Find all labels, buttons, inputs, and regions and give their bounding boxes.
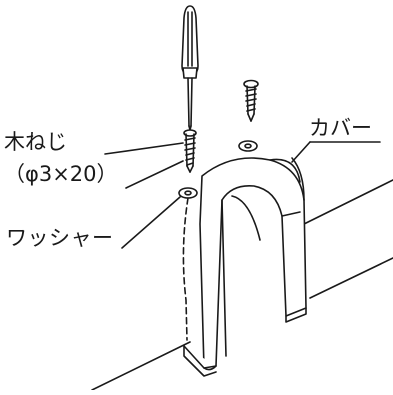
wood-screw-label: 木ねじ — [4, 130, 67, 154]
washer-icon — [238, 140, 258, 152]
leader-line-cover — [291, 141, 311, 163]
wall-edge-upper — [299, 179, 393, 227]
leader-line-size — [125, 160, 184, 189]
wood-screw-icon — [243, 79, 259, 122]
cover-label: カバー — [309, 116, 372, 140]
cover-icon — [183, 157, 307, 377]
screw-axis-dashed — [182, 197, 189, 341]
wall-edge-lower-right — [309, 257, 393, 299]
screwdriver-icon — [181, 5, 199, 131]
screw-size-label: （φ3×20） — [4, 162, 118, 186]
leader-line-washer — [121, 196, 181, 249]
leader-line-screw — [104, 142, 184, 155]
wall-surface — [91, 179, 393, 391]
washer-label: ワッシャー — [6, 226, 114, 250]
wall-edge-lower-left — [91, 341, 191, 391]
washer-icon — [178, 187, 198, 199]
wood-screw-icon — [183, 129, 197, 173]
